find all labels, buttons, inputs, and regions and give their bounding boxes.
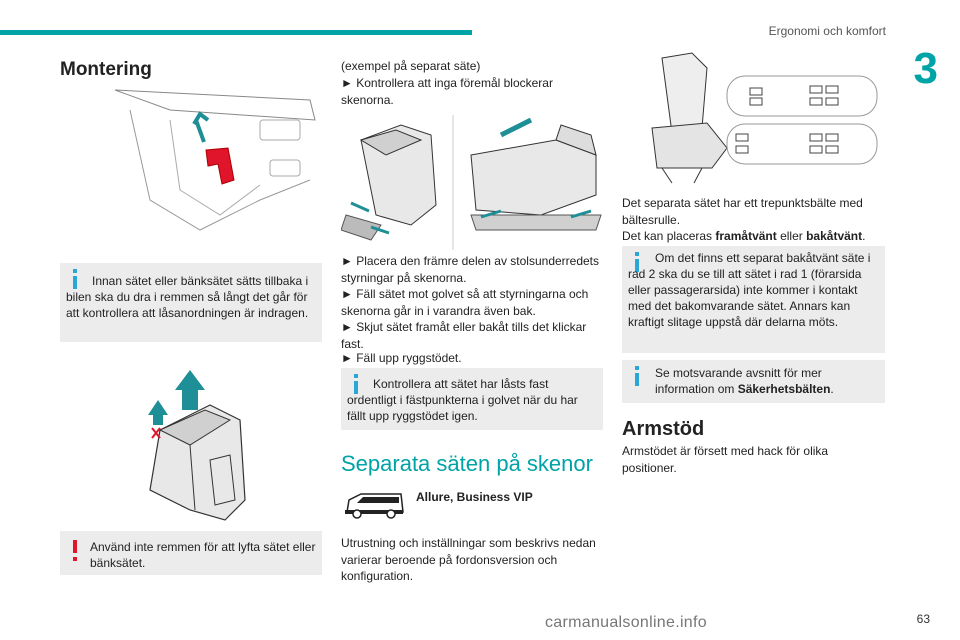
info-box-locked: Kontrollera att sätet har låsts fast ord…: [341, 368, 603, 430]
info-icon: [635, 373, 639, 386]
watermark: carmanualsonline.info: [545, 614, 707, 631]
text-placement: Det kan placeras framåtvänt eller bakåtv…: [622, 229, 866, 243]
chapter-title: Ergonomi och komfort: [768, 24, 886, 38]
step-4: ► Fäll upp ryggstödet.: [341, 351, 462, 365]
warning-box-text: Använd inte remmen för att lyfta sätet e…: [90, 540, 316, 570]
seat-release-illustration: [114, 89, 316, 231]
header-accent-bar: [0, 30, 472, 35]
chapter-number: 3: [913, 44, 938, 93]
seat-lift-illustration: [148, 370, 246, 521]
text-three-point-belt: Det separata sätet har ett trepunktsbält…: [622, 196, 863, 227]
heading-montering: Montering: [60, 59, 152, 80]
info-box-text: Om det finns ett separat bakåtvänt säte …: [628, 251, 871, 329]
info-icon: [73, 276, 77, 289]
info-box-seatbelts: Se motsvarande avsnitt för mer informati…: [622, 360, 885, 403]
heading-armstod: Armstöd: [622, 418, 705, 440]
versions-label: Allure, Business VIP: [416, 490, 533, 504]
text-armrest: Armstödet är försett med hack för olika …: [622, 444, 829, 475]
info-icon: [635, 259, 639, 272]
heading-separata-saten: Separata säten på skenor: [341, 451, 593, 476]
warning-icon: [73, 540, 77, 553]
info-box-retract: Innan sätet eller bänksätet sätts tillba…: [60, 263, 322, 342]
seat-configuration-illustration: [651, 52, 878, 184]
van-icon: [345, 493, 404, 519]
warning-box-lift: Använd inte remmen för att lyfta sätet e…: [60, 531, 322, 575]
info-box-text: Se motsvarande avsnitt för mer informati…: [655, 366, 834, 396]
step-3: ► Skjut sätet framåt eller bakåt tills d…: [341, 320, 587, 351]
body-equipment: Utrustning och inställningar som beskriv…: [341, 536, 596, 583]
seat-rails-illustration: [341, 115, 602, 250]
page-number: 63: [916, 612, 930, 626]
intro-check-rails: ► Kontrollera att inga föremål blockerar…: [341, 76, 553, 107]
info-box-rear-seat: Om det finns ett separat bakåtvänt säte …: [622, 246, 885, 353]
step-1: ► Placera den främre delen av stolsunder…: [341, 254, 600, 285]
info-box-text: Kontrollera att sätet har låsts fast ord…: [347, 377, 578, 423]
info-icon: [354, 381, 358, 394]
step-2: ► Fäll sätet mot golvet så att styrninga…: [341, 287, 589, 318]
info-box-text: Innan sätet eller bänksätet sätts tillba…: [66, 274, 309, 320]
intro-example: (exempel på separat säte): [341, 59, 481, 73]
